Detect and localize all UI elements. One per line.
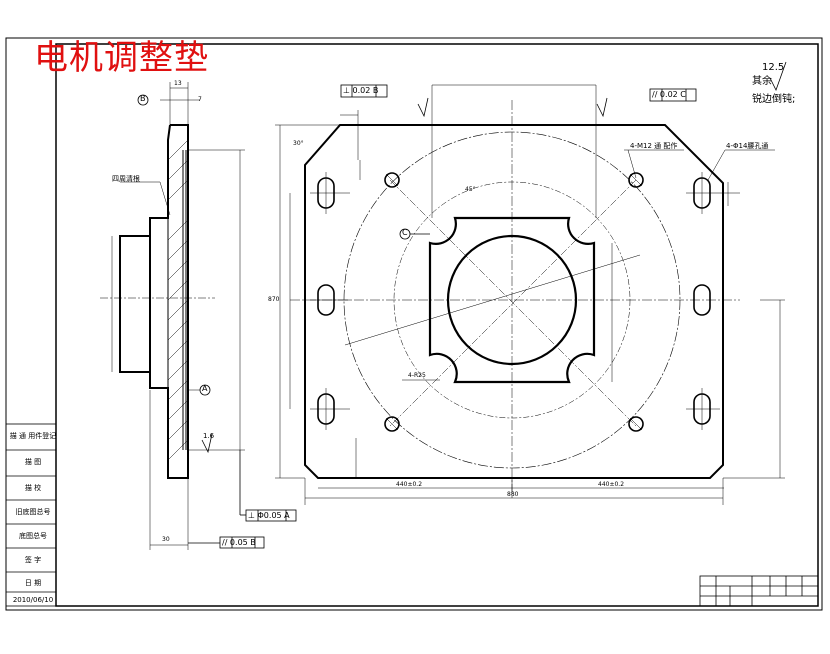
side-view: [100, 82, 245, 550]
roughness-note-line1: 其余: [752, 76, 772, 87]
tolerance-perp-b: ⊥ 0.02 B: [343, 86, 379, 95]
datum-b: B: [140, 94, 146, 103]
roughness-note-line2: 锐边倒钝;: [752, 94, 796, 105]
callout-slot-holes: 4-Φ14腰孔通: [726, 142, 769, 150]
title-block: [699, 575, 819, 607]
left-block-label-3: 描 校: [24, 484, 42, 492]
outer-frame: [5, 37, 823, 611]
surface-finish-marks: [201, 97, 608, 454]
drawing-title: 电机调整垫: [34, 38, 209, 78]
roughness-symbol: [769, 61, 787, 92]
side-tolerance-frames: [137, 94, 297, 549]
left-block-label-1: 描 通 用件登记: [9, 432, 57, 440]
callout-leaders: [402, 149, 775, 381]
inner-frame: [55, 43, 819, 607]
tolerance-par-c: // 0.02 C: [652, 90, 686, 99]
left-block-label-7: 日 期: [24, 579, 42, 587]
dim-height: 870: [268, 296, 280, 303]
left-block-label-4: 旧底图总号: [15, 508, 51, 516]
left-block-label-2: 描 图: [24, 458, 42, 466]
tolerance-par-b: // 0.05 B: [222, 538, 256, 547]
callout-radius: 4-R25: [408, 372, 426, 379]
dim-half-width-left: 440±0.2: [396, 481, 423, 488]
dim-angle-45: 45°: [465, 186, 476, 193]
callout-side-label: 四周清根: [112, 175, 140, 183]
dim-half-width-right: 440±0.2: [598, 481, 625, 488]
surface-finish-value: 1.6: [203, 432, 215, 440]
callout-m12-holes: 4-M12 通 配作: [630, 142, 678, 150]
front-tolerance-frames: [340, 84, 697, 240]
dim-total-width: 880: [507, 491, 519, 498]
dim-13: 13: [174, 80, 182, 87]
roughness-value: 12.5: [762, 62, 785, 73]
dim-7: 7: [198, 96, 202, 103]
datum-a: A: [202, 384, 208, 393]
front-view: [275, 84, 785, 505]
left-info-block: [5, 423, 57, 607]
left-block-date: 2010/06/10: [12, 596, 54, 604]
tolerance-perp-a: ⊥ Φ0.05 A: [248, 511, 290, 520]
left-block-label-5: 底图总号: [19, 532, 47, 540]
dim-thickness: 30: [162, 536, 170, 543]
dim-angle-30: 30°: [293, 140, 304, 147]
datum-c: C: [402, 228, 408, 237]
left-block-label-6: 签 字: [24, 556, 42, 564]
